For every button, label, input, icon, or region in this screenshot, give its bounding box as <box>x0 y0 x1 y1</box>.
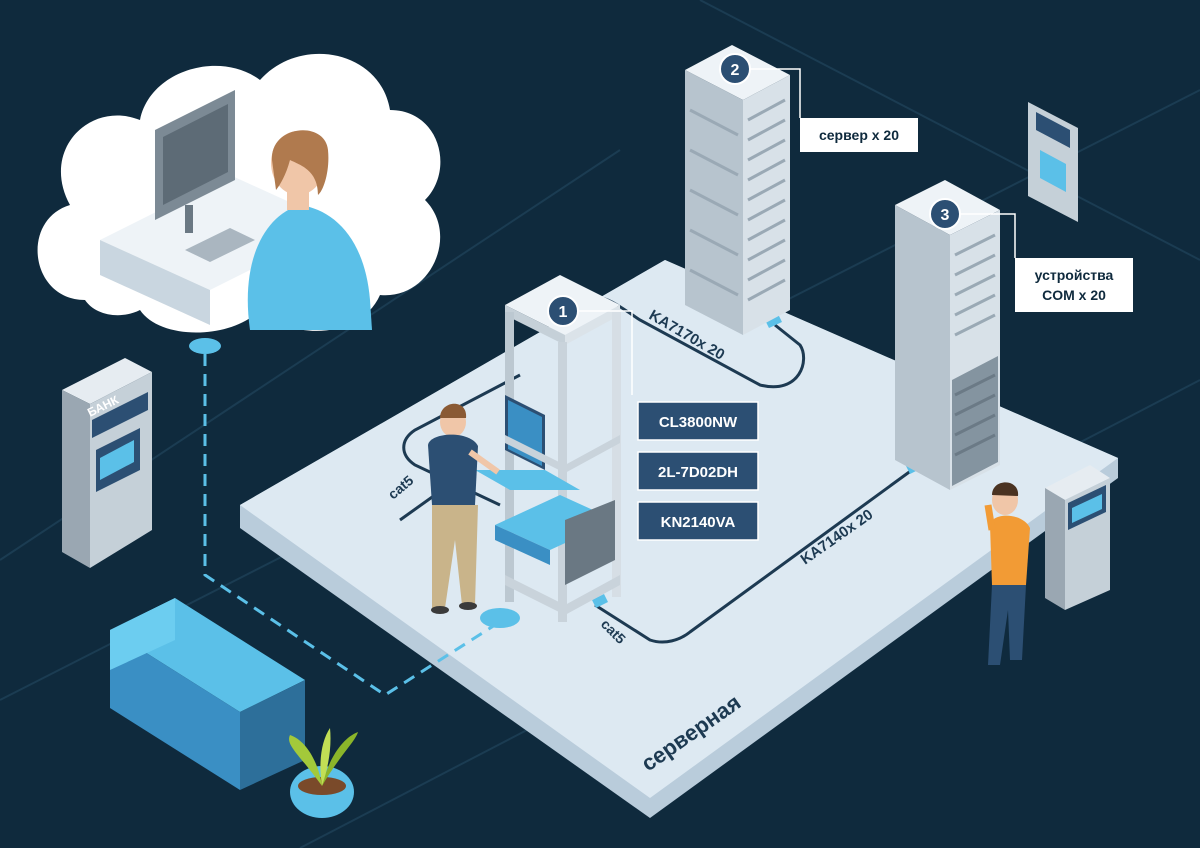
callout-2: 2 сервер x 20 <box>719 53 918 152</box>
callout-3-label-line1: устройства <box>1035 267 1114 283</box>
office-user-icon <box>247 130 372 330</box>
technician-icon <box>428 403 500 614</box>
remote-link <box>189 338 520 697</box>
callout-2-label: сервер x 20 <box>819 127 899 143</box>
callout-3-label-line2: COM x 20 <box>1042 287 1106 303</box>
thought-cloud <box>37 53 441 333</box>
device-label-3: KN2140VA <box>661 514 736 531</box>
atm-left: БАНК <box>62 358 152 568</box>
device-label-1: CL3800NW <box>659 414 738 431</box>
device-label-2: 2L-7D02DH <box>658 464 738 481</box>
callout-3: 3 устройства COM x 20 <box>929 198 1133 312</box>
callout-2-number: 2 <box>731 62 740 79</box>
callout-3-number: 3 <box>941 207 950 224</box>
server-rack-3 <box>895 180 1000 490</box>
kiosk-icon <box>1045 465 1110 610</box>
device-list: CL3800NW 2L-7D02DH KN2140VA <box>637 401 759 541</box>
atm-wall <box>1028 102 1078 222</box>
plant-icon <box>289 728 358 818</box>
keyboard-icon <box>185 228 255 262</box>
callout-1-number: 1 <box>559 304 568 321</box>
server-rack-2 <box>685 45 790 335</box>
callout-1: 1 <box>547 295 633 395</box>
sofa-icon <box>110 598 305 790</box>
person-on-phone-icon <box>984 482 1030 665</box>
